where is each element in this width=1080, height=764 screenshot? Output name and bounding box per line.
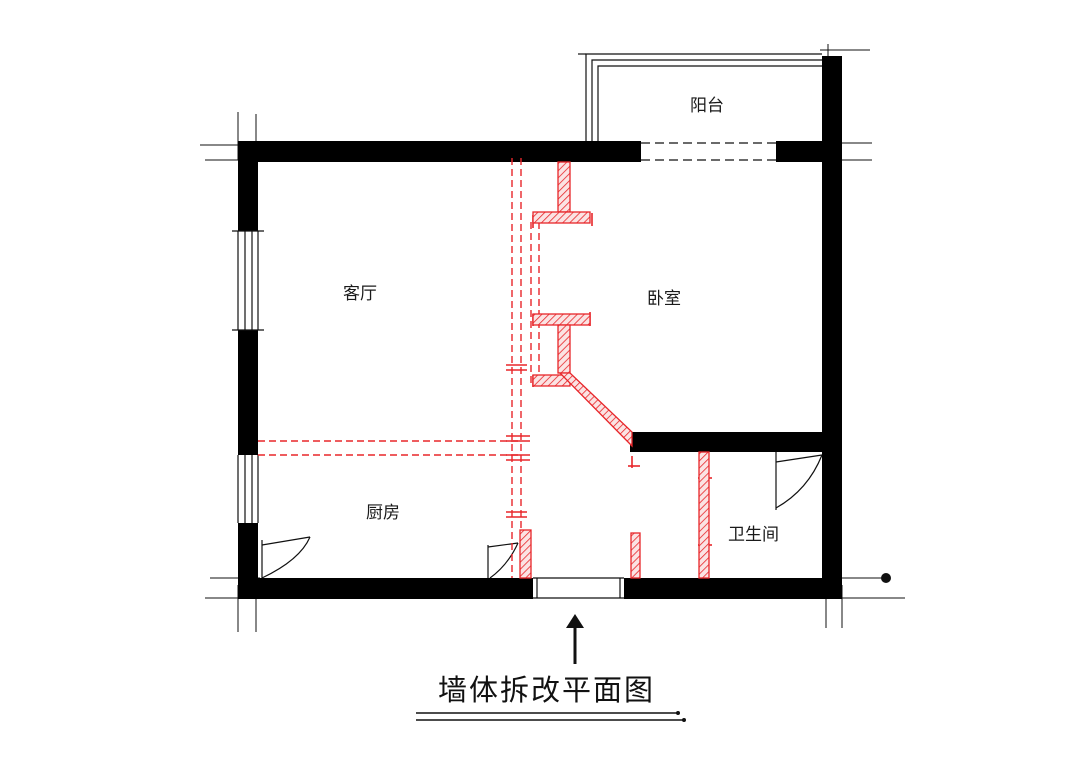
- door-kitchen-right: [487, 542, 519, 579]
- dimension-dot: [881, 573, 891, 583]
- title-underline-dot-a: [676, 711, 680, 715]
- balcony-opening: [641, 142, 776, 161]
- wall-bottom-right: [624, 578, 842, 599]
- title-underline-dot-b: [682, 718, 686, 722]
- room-label-bathroom: 卫生间: [728, 525, 779, 545]
- new-wall-kitchen-edge: [519, 529, 532, 579]
- new-wall-middle-shelf: [532, 313, 591, 326]
- new-wall-top-stub: [557, 161, 571, 213]
- demolished-walls: [258, 158, 540, 578]
- room-label-balcony: 阳台: [690, 96, 724, 116]
- construction-lines: [200, 44, 905, 632]
- walls: [238, 56, 842, 599]
- new-walls: [519, 161, 710, 579]
- door-bathroom: [775, 452, 823, 510]
- windows: [232, 53, 822, 599]
- wall-right: [822, 56, 842, 581]
- wall-left-middle: [238, 330, 258, 455]
- title-underline: [416, 712, 684, 721]
- new-wall-middle-stub: [557, 324, 571, 374]
- wall-left-lower: [238, 523, 258, 599]
- window-left-upper: [232, 230, 264, 331]
- room-label-living-room: 客厅: [343, 284, 377, 304]
- new-wall-upper-shelf: [532, 211, 591, 224]
- wall-left-upper: [238, 141, 258, 231]
- wall-bathroom-top: [630, 432, 830, 452]
- balcony-frame: [578, 53, 822, 141]
- new-wall-diagonal: [558, 372, 633, 448]
- doors: [261, 452, 823, 579]
- wall-bottom-left: [238, 578, 533, 599]
- window-left-lower: [237, 455, 259, 523]
- entrance-opening: [533, 577, 624, 599]
- wall-top-left: [238, 141, 641, 162]
- new-wall-bathroom: [698, 451, 710, 579]
- door-kitchen-left: [261, 536, 311, 579]
- room-label-bedroom: 卧室: [647, 289, 681, 309]
- new-wall-entry-edge: [630, 532, 641, 579]
- room-label-kitchen: 厨房: [366, 503, 400, 523]
- drawing-title: 墙体拆改平面图: [438, 673, 655, 707]
- entrance-arrow: [566, 614, 584, 664]
